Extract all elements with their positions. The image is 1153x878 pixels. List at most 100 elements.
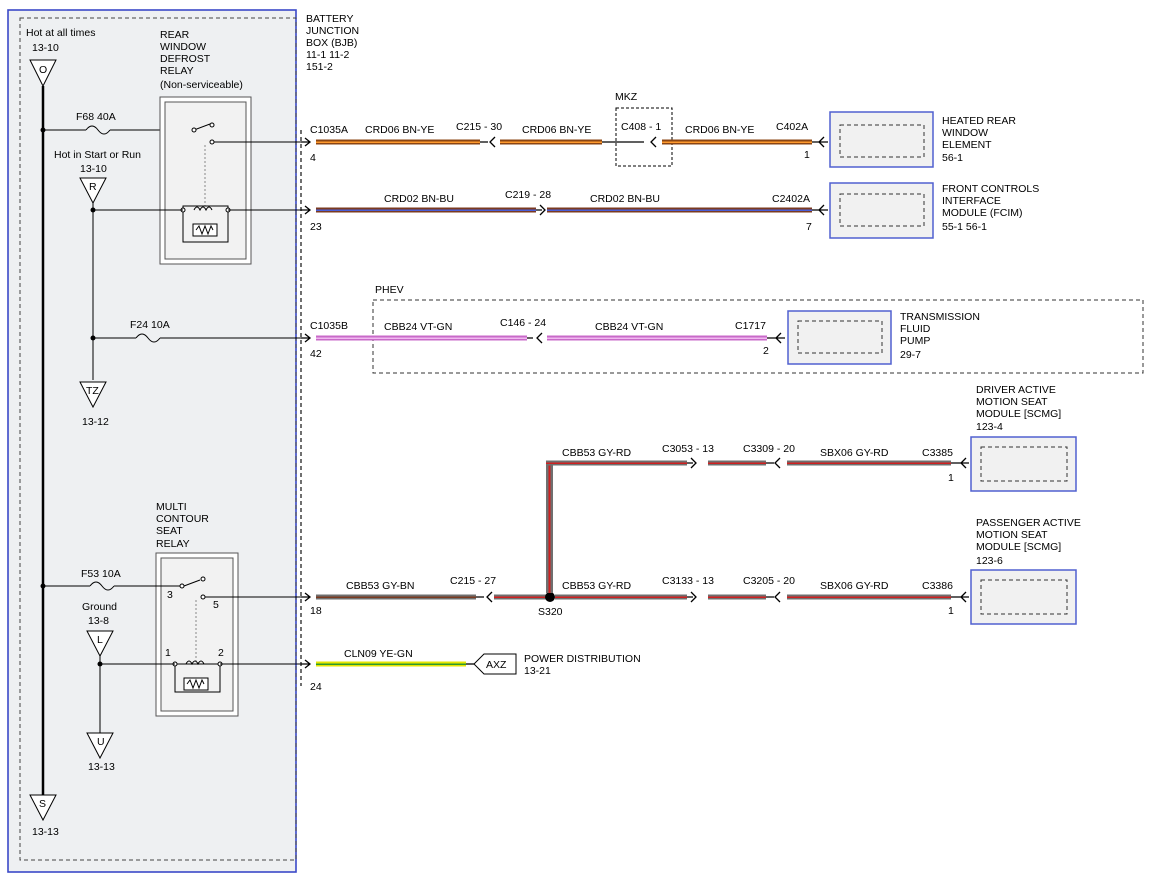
- relay-pin-1: 1: [165, 647, 171, 659]
- svg-text:CONTOUR: CONTOUR: [156, 513, 209, 525]
- svg-text:CBB53 GY-BN: CBB53 GY-BN: [346, 580, 414, 592]
- svg-text:C215 - 27: C215 - 27: [450, 575, 496, 587]
- svg-text:MODULE (FCIM): MODULE (FCIM): [942, 207, 1023, 219]
- svg-text:CLN09 YE-GN: CLN09 YE-GN: [344, 648, 413, 660]
- svg-text:ELEMENT: ELEMENT: [942, 139, 992, 151]
- svg-text:CBB53 GY-RD: CBB53 GY-RD: [562, 447, 631, 459]
- fuse-f24: [135, 333, 161, 343]
- svg-text:HEATED REAR: HEATED REAR: [942, 115, 1016, 127]
- circuit-transmission-fluid-pump: PHEV C1035B 42 CBB24 VT-GN C146 - 24 CBB…: [301, 284, 1144, 374]
- axz-symbol: [473, 653, 517, 675]
- svg-text:DEFROST: DEFROST: [160, 53, 211, 65]
- bjb-panel: [7, 9, 297, 873]
- fuse-f53-label: F53 10A: [81, 568, 121, 580]
- svg-text:C402A: C402A: [776, 121, 808, 133]
- svg-text:R: R: [89, 181, 97, 193]
- ground-label: Ground: [82, 601, 117, 613]
- ground-ref: 13-8: [88, 615, 109, 627]
- svg-text:JUNCTION: JUNCTION: [306, 25, 359, 37]
- relay-pin-3: 3: [167, 589, 173, 601]
- bjb-title: BATTERY JUNCTION BOX (BJB) 11-1 11-2 151…: [306, 13, 359, 73]
- circuit-power-distribution: 24 CLN09 YE-GN AXZ POWER DISTRIBUTION 13…: [301, 648, 641, 693]
- svg-text:S: S: [39, 798, 46, 810]
- hot-in-start-label: Hot in Start or Run: [54, 149, 141, 161]
- fuse-f68: [85, 125, 111, 135]
- svg-text:24: 24: [310, 681, 322, 693]
- svg-text:1: 1: [804, 149, 810, 161]
- svg-text:123-6: 123-6: [976, 555, 1003, 567]
- svg-text:C215 - 30: C215 - 30: [456, 121, 502, 133]
- hot-in-start-ref: 13-10: [80, 163, 107, 175]
- svg-text:POWER DISTRIBUTION: POWER DISTRIBUTION: [524, 653, 641, 665]
- svg-text:AXZ: AXZ: [486, 659, 507, 671]
- svg-text:RELAY: RELAY: [160, 65, 194, 77]
- svg-text:7: 7: [806, 221, 812, 233]
- svg-text:C3205 - 20: C3205 - 20: [743, 575, 795, 587]
- svg-text:S320: S320: [538, 606, 563, 618]
- svg-text:CRD02 BN-BU: CRD02 BN-BU: [384, 193, 454, 205]
- svg-text:CBB53 GY-RD: CBB53 GY-RD: [562, 580, 631, 592]
- svg-text:PASSENGER ACTIVE: PASSENGER ACTIVE: [976, 517, 1081, 529]
- svg-text:TRANSMISSION: TRANSMISSION: [900, 311, 980, 323]
- symbol-u: U: [86, 732, 114, 760]
- passenger-active-motion-seat-module: PASSENGER ACTIVE MOTION SEAT MODULE [SCM…: [970, 517, 1081, 625]
- svg-text:PHEV: PHEV: [375, 284, 404, 296]
- svg-text:CRD06 BN-YE: CRD06 BN-YE: [365, 124, 434, 136]
- svg-text:CBB24 VT-GN: CBB24 VT-GN: [595, 321, 663, 333]
- circuit-driver-seat: CBB53 GY-RD C3053 - 13 C3309 - 20 SBX06 …: [546, 443, 969, 593]
- svg-text:C3385: C3385: [922, 447, 953, 459]
- svg-text:BATTERY: BATTERY: [306, 13, 353, 25]
- heated-rear-window-element: HEATED REAR WINDOW ELEMENT 56-1: [829, 111, 1016, 168]
- svg-text:C408 - 1: C408 - 1: [621, 121, 661, 133]
- svg-text:2: 2: [763, 345, 769, 357]
- svg-text:CRD06 BN-YE: CRD06 BN-YE: [685, 124, 754, 136]
- svg-text:23: 23: [310, 221, 322, 233]
- svg-text:L: L: [97, 634, 103, 646]
- relay-pin-2: 2: [218, 647, 224, 659]
- svg-text:U: U: [97, 736, 105, 748]
- symbol-s: S: [29, 794, 57, 822]
- svg-text:MKZ: MKZ: [615, 91, 638, 103]
- svg-text:56-1: 56-1: [942, 152, 963, 164]
- circuit-heated-rear-window: C1035A 4 CRD06 BN-YE C215 - 30 CRD06 BN-…: [301, 91, 828, 167]
- svg-text:WINDOW: WINDOW: [942, 127, 988, 139]
- bjb-inner-outline: [19, 17, 297, 861]
- svg-text:151-2: 151-2: [306, 61, 333, 73]
- svg-text:SBX06 GY-RD: SBX06 GY-RD: [820, 447, 889, 459]
- svg-text:42: 42: [310, 348, 322, 360]
- svg-text:TZ: TZ: [86, 385, 99, 397]
- svg-text:REAR: REAR: [160, 29, 190, 41]
- svg-text:MOTION SEAT: MOTION SEAT: [976, 529, 1048, 541]
- svg-text:13-21: 13-21: [524, 665, 551, 677]
- svg-text:C2402A: C2402A: [772, 193, 810, 205]
- symbol-o: O: [29, 59, 57, 88]
- rear-defrost-relay-label: REAR WINDOW DEFROST RELAY (Non-serviceab…: [160, 29, 243, 91]
- svg-text:MOTION SEAT: MOTION SEAT: [976, 396, 1048, 408]
- circuit-fcim: 23 CRD02 BN-BU C219 - 28 CRD02 BN-BU C24…: [301, 189, 828, 233]
- fcim-module: FRONT CONTROLS INTERFACE MODULE (FCIM) 5…: [829, 182, 1039, 239]
- svg-text:WINDOW: WINDOW: [160, 41, 206, 53]
- svg-text:18: 18: [310, 605, 322, 617]
- svg-text:C146 - 24: C146 - 24: [500, 317, 546, 329]
- fuse-f53: [89, 581, 115, 591]
- svg-text:BOX (BJB): BOX (BJB): [306, 37, 357, 49]
- svg-text:CRD06 BN-YE: CRD06 BN-YE: [522, 124, 591, 136]
- svg-text:123-4: 123-4: [976, 421, 1003, 433]
- u-ref: 13-13: [88, 761, 115, 773]
- svg-text:C3386: C3386: [922, 580, 953, 592]
- fuse-f24-label: F24 10A: [130, 319, 170, 331]
- symbol-l: L: [86, 630, 114, 658]
- hot-at-all-times-label: Hot at all times: [26, 27, 95, 39]
- svg-text:MULTI: MULTI: [156, 501, 187, 513]
- svg-text:SBX06 GY-RD: SBX06 GY-RD: [820, 580, 889, 592]
- svg-text:29-7: 29-7: [900, 349, 921, 361]
- tz-ref: 13-12: [82, 416, 109, 428]
- svg-text:DRIVER ACTIVE: DRIVER ACTIVE: [976, 384, 1056, 396]
- svg-text:1: 1: [948, 605, 954, 617]
- svg-text:(Non-serviceable): (Non-serviceable): [160, 79, 243, 91]
- relay-pin-5: 5: [213, 599, 219, 611]
- svg-text:CRD02 BN-BU: CRD02 BN-BU: [590, 193, 660, 205]
- transmission-fluid-pump: TRANSMISSION FLUID PUMP 29-7: [787, 310, 980, 365]
- symbol-r: R: [79, 177, 107, 205]
